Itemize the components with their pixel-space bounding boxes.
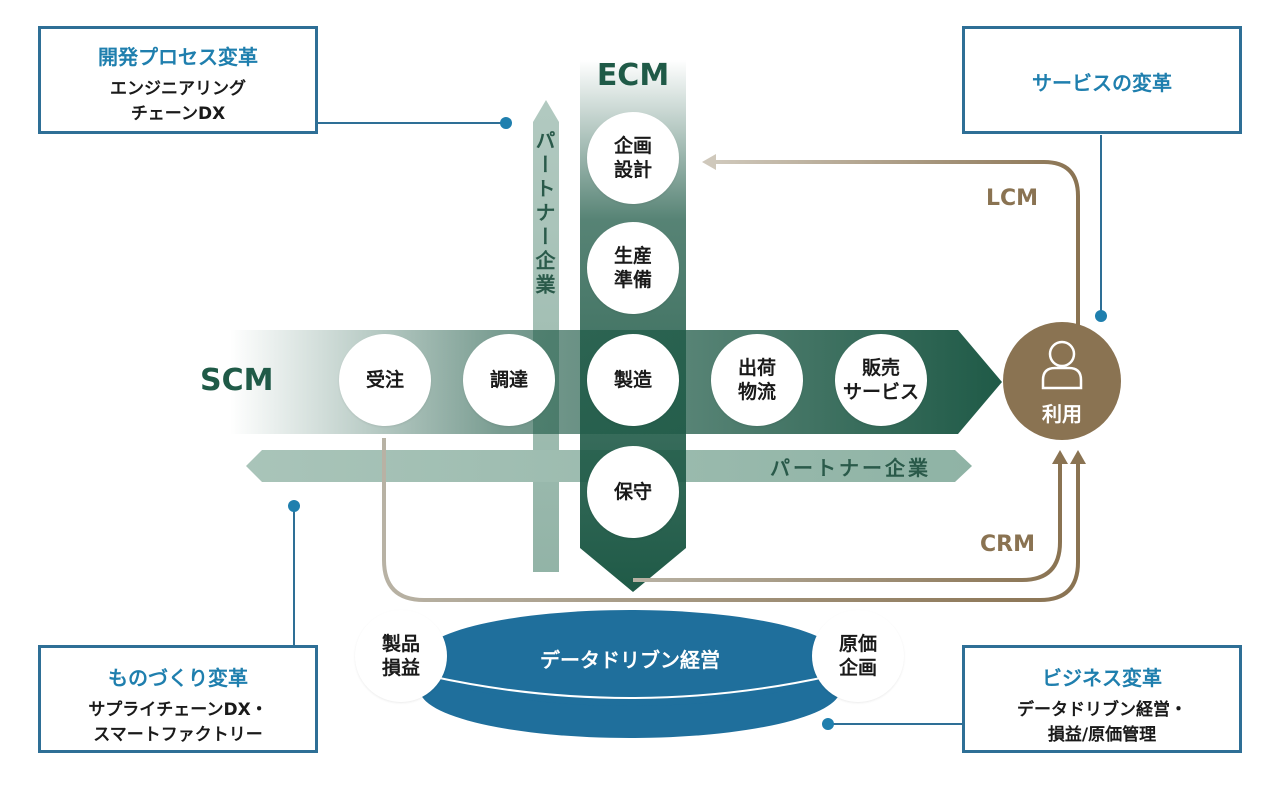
- ecm-label: ECM: [596, 58, 670, 93]
- node-line: 原価: [838, 633, 877, 655]
- node-cost-planning: 原価 企画: [812, 610, 904, 702]
- node-line: 出荷: [737, 357, 776, 379]
- crm-arrowhead-2: [1070, 450, 1086, 464]
- partner-vertical-label: パートナー企業: [532, 130, 556, 298]
- monozukuri-box: ものづくり変革 サプライチェーンDX・ スマートファクトリー: [38, 645, 318, 753]
- node-planning-design: 企画 設計: [587, 112, 679, 204]
- crm-loop-line: [382, 438, 1080, 602]
- node-line: 企画: [613, 135, 652, 157]
- node-line: 製品: [381, 633, 420, 655]
- box-line: サプライチェーンDX・: [88, 700, 268, 720]
- connector-mono: [288, 500, 300, 645]
- scm-label: SCM: [200, 363, 274, 398]
- node-line: 販売: [861, 357, 900, 379]
- box-title: ビジネス変革: [1042, 666, 1162, 690]
- node-procurement: 調達: [463, 334, 555, 426]
- box-line: 損益/原価管理: [1047, 725, 1157, 745]
- partner-horizontal-label: パートナー企業: [770, 456, 931, 480]
- node-manufacturing: 製造: [587, 334, 679, 426]
- node-production-prep: 生産 準備: [587, 222, 679, 314]
- crm-label: CRM: [980, 532, 1035, 557]
- user-circle: [1003, 322, 1121, 440]
- box-line: データドリブン経営・: [1017, 700, 1187, 720]
- data-driven-label: データドリブン経営: [540, 648, 720, 672]
- node-maintenance: 保守: [587, 446, 679, 538]
- crm-arrowhead-1: [1052, 450, 1068, 464]
- node-line: 企画: [838, 657, 877, 679]
- node-line: 受注: [365, 369, 404, 391]
- service-box: サービスの変革: [962, 26, 1242, 134]
- node-line: 設計: [613, 159, 652, 181]
- user-icon: [1041, 340, 1083, 390]
- node-line: 生産: [613, 245, 652, 267]
- box-title: 開発プロセス変革: [98, 45, 258, 69]
- connector-service: [1095, 135, 1107, 322]
- node-line: 損益: [381, 657, 420, 679]
- box-line: エンジニアリング: [110, 79, 246, 99]
- data-driven-ellipse: [420, 610, 840, 738]
- box-title: ものづくり変革: [108, 666, 248, 690]
- crm-inner-line: [633, 462, 1062, 582]
- box-line: スマートファクトリー: [93, 725, 263, 745]
- connector-biz: [822, 718, 962, 730]
- box-title: サービスの変革: [1032, 71, 1172, 95]
- node-line: 調達: [489, 369, 528, 391]
- node-shipping-logistics: 出荷 物流: [711, 334, 803, 426]
- node-line: 保守: [613, 481, 652, 503]
- lcm-line: [716, 160, 1080, 326]
- lcm-arrowhead: [702, 154, 716, 170]
- lcm-label: LCM: [986, 186, 1039, 211]
- node-line: 物流: [737, 381, 776, 403]
- business-box: ビジネス変革 データドリブン経営・ 損益/原価管理: [962, 645, 1242, 753]
- box-line: チェーンDX: [130, 104, 226, 124]
- node-sales-service: 販売 サービス: [835, 334, 927, 426]
- connector-dev: [318, 117, 512, 129]
- node-line: サービス: [842, 381, 919, 403]
- node-line: 製造: [613, 369, 652, 391]
- node-order: 受注: [339, 334, 431, 426]
- node-line: 準備: [613, 269, 652, 291]
- node-product-pl: 製品 損益: [355, 610, 447, 702]
- dev-process-box: 開発プロセス変革 エンジニアリング チェーンDX: [38, 26, 318, 134]
- user-label: 利用: [1042, 402, 1082, 426]
